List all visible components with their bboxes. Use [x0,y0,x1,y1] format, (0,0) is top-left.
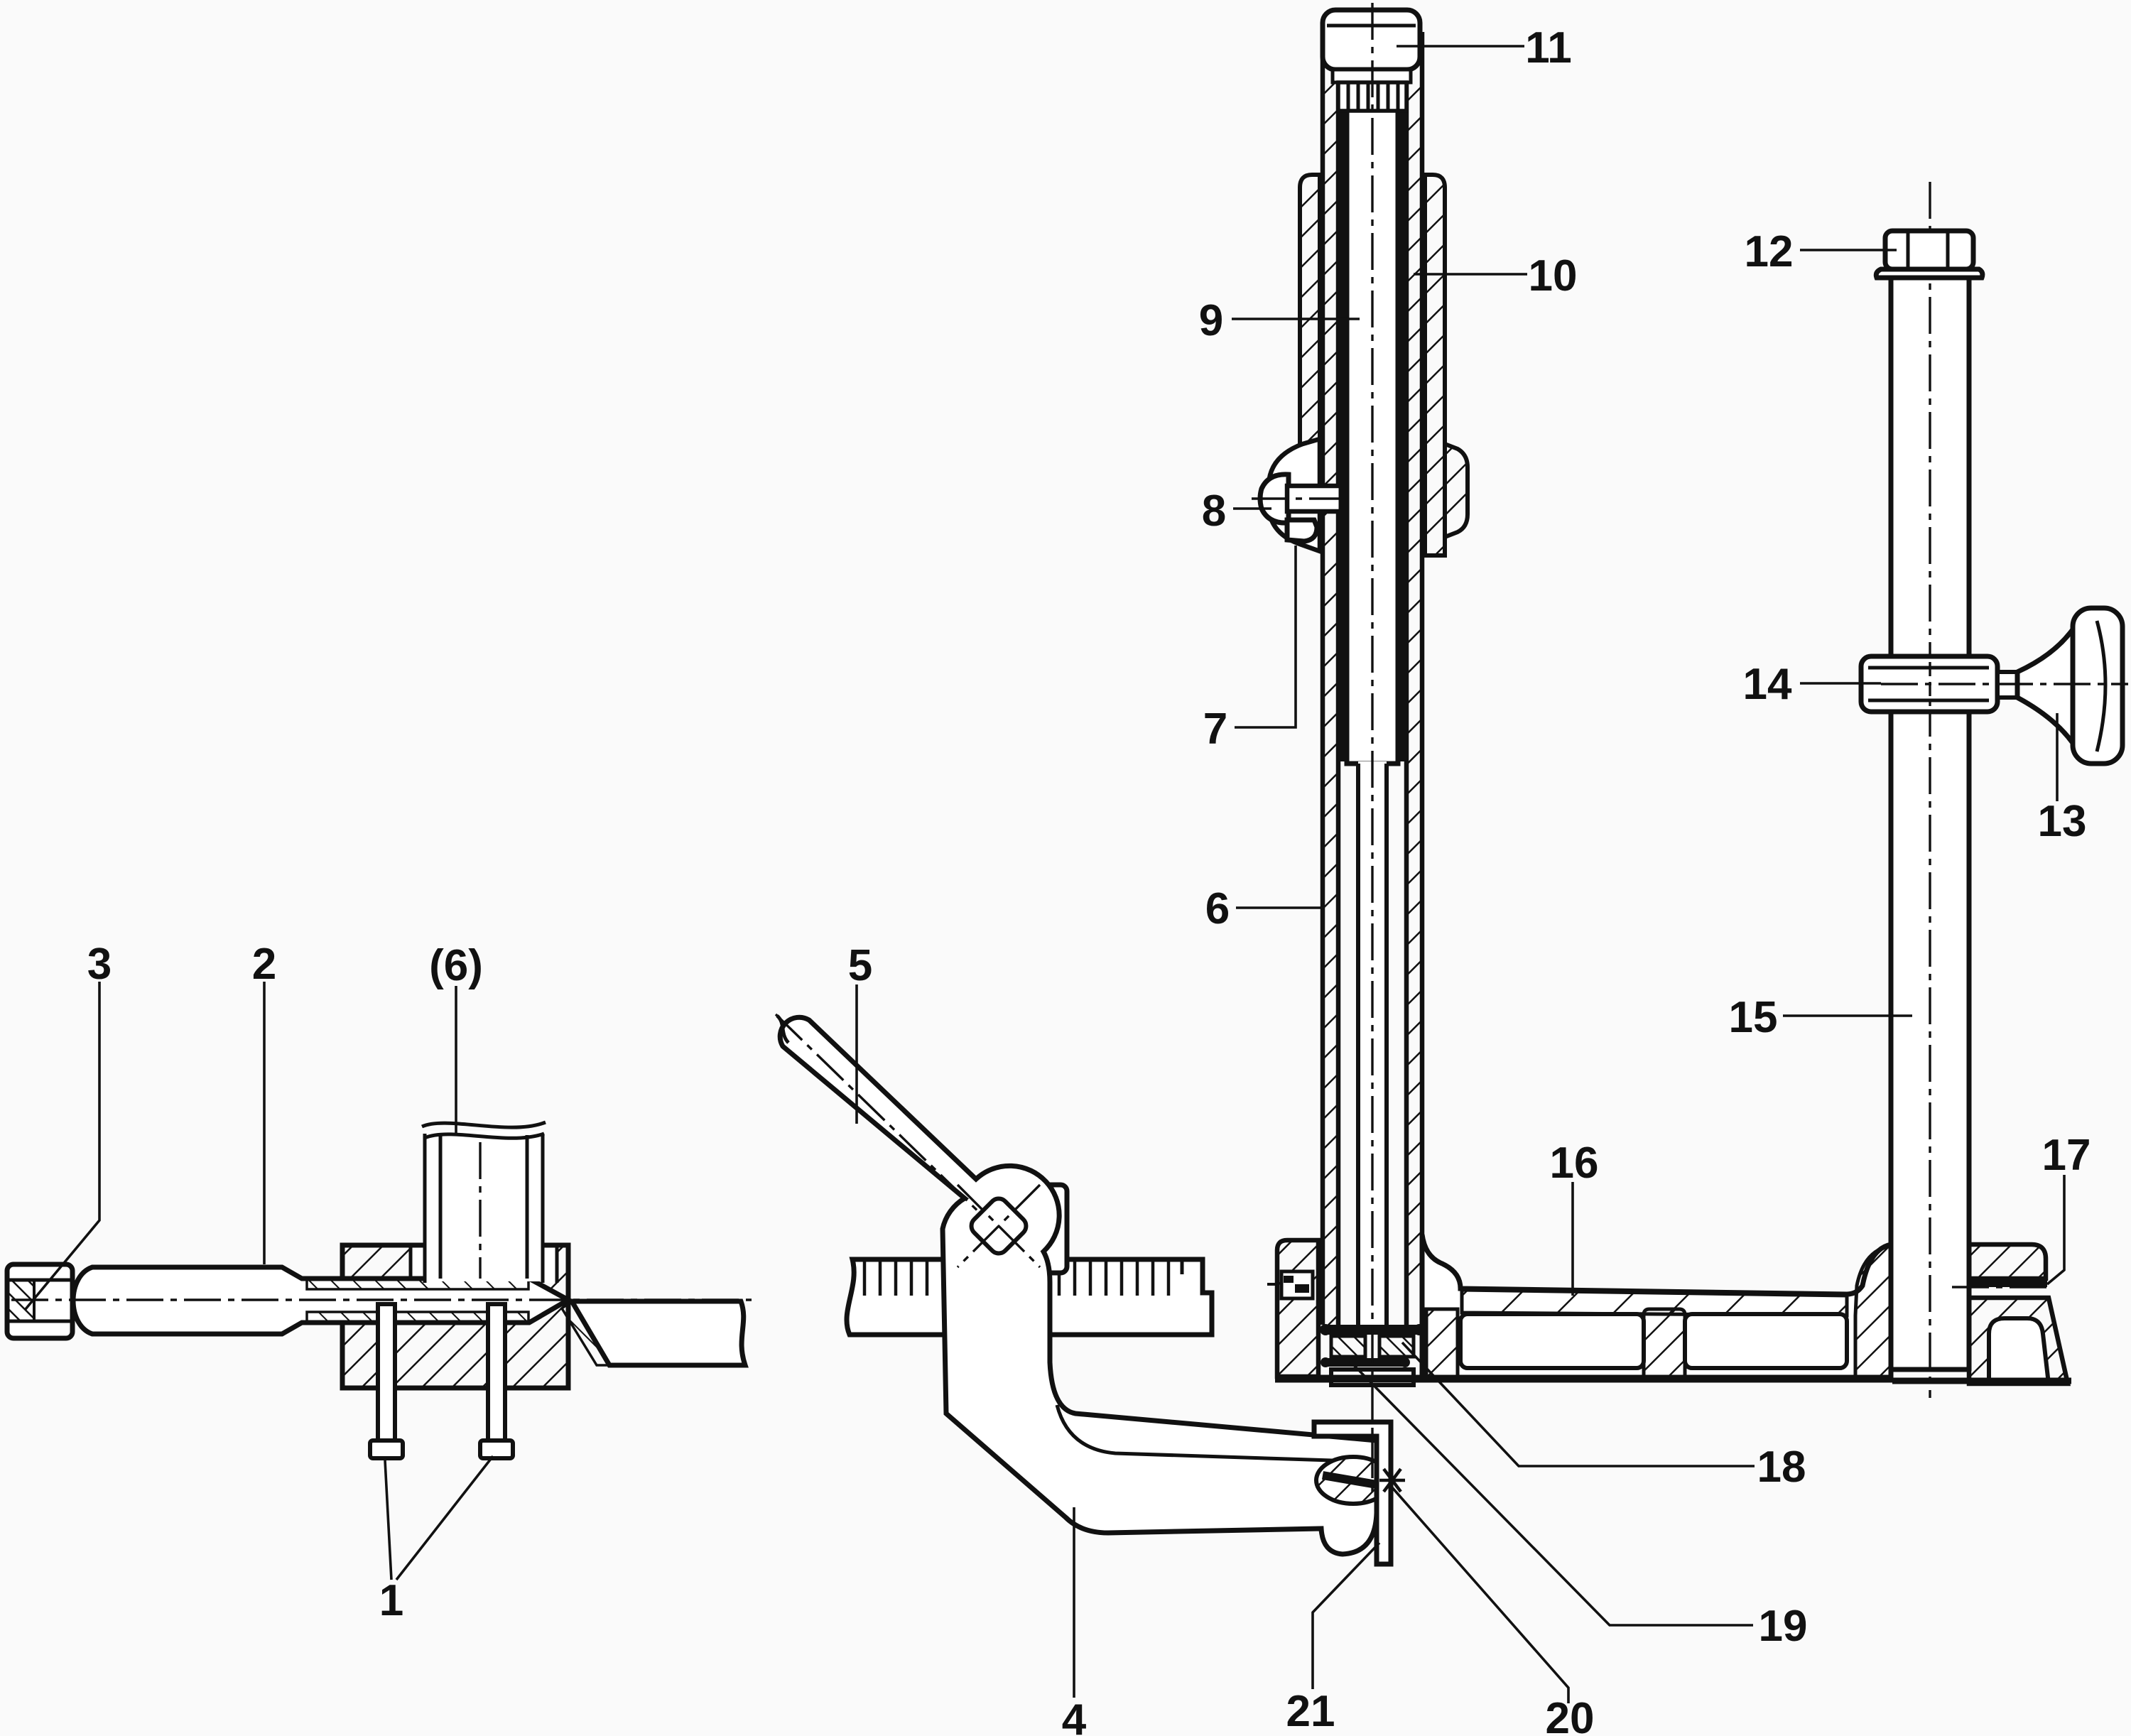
groove-mark-2 [1295,1284,1309,1293]
callout-labels: 1 2 3 4 5 6 7 8 9 10 11 12 13 14 15 16 1… [87,23,2091,1736]
foot-top-block [1966,1242,2049,1281]
knob-face-curve [2095,620,2108,752]
table-arm-left [560,1298,749,1368]
rod-sleeve-upper-wall [305,1278,530,1291]
callout-16-label: 16 [1550,1139,1599,1188]
bearing-lower-band [1323,1358,1408,1367]
clamp-knob [1995,605,2125,766]
sleeve-left-band [1298,173,1322,451]
lever-clamp-assembly [774,1013,1405,1567]
callout-9-label: 9 [1199,296,1223,345]
pillar-tube-lower [421,1120,546,1283]
callout-14-label: 14 [1743,660,1792,709]
callout-13-label: 13 [2038,797,2087,846]
callout-6-ref-label: (6) [429,941,483,990]
callout-15-label: 15 [1729,993,1778,1042]
lower-ball-left [1321,1357,1330,1367]
groove-mark-1 [1284,1276,1294,1283]
callout-12-label: 12 [1745,227,1794,276]
tube-wall-left [1323,32,1338,1325]
callout-11-label: 11 [1525,23,1572,72]
pillar-column [1252,3,1470,1497]
pillar-base-left-flange [1267,1237,1321,1379]
screw-tip-marks [1379,1468,1405,1493]
hex-nut [1873,228,1985,281]
base-rib-left [1424,1307,1460,1379]
screw-slot [1321,1471,1378,1489]
lower-ball-right [1400,1357,1410,1367]
foot-window [1987,1316,2051,1386]
leader-17 [2046,1175,2066,1286]
bearing-ball-left [1320,1324,1331,1335]
pin-right-head [478,1438,515,1460]
callout-7-label: 7 [1203,705,1227,754]
base-foot [1892,1242,2071,1387]
handle-break-line [776,1014,790,1044]
knob-disc [2070,605,2125,766]
clamp-rod-assembly [1858,182,2128,1398]
pin-left-shaft [376,1302,397,1444]
nut-body [1882,228,1976,272]
rod-sleeve-lower-wall [305,1311,530,1323]
callout-5-label: 5 [848,941,872,990]
callout-4-label: 4 [1062,1696,1087,1736]
table-arm-section [560,1299,612,1367]
leader-18 [1401,1341,1755,1468]
tube-break-line-2 [423,1132,545,1140]
bracket-arm-underside [1055,1404,1376,1464]
seal-left-section [1329,1334,1367,1359]
clamp-body [777,1014,1379,1557]
callout-21-label: 21 [1286,1687,1335,1736]
sleeve-right-band [1423,173,1447,558]
callout-17-label: 17 [2042,1131,2091,1180]
callout-2-label: 2 [252,940,276,989]
leader-3 [24,982,101,1311]
clamp-pins [368,1302,515,1460]
handle-centerline [774,1013,987,1220]
detail-line [1382,1468,1402,1493]
boss-center-marks [956,1183,1041,1269]
callout-1-label: 1 [379,1576,403,1625]
callout-6-label: 6 [1205,884,1230,933]
callout-20-label: 20 [1546,1694,1595,1736]
leader-7 [1235,546,1297,729]
table-arm-plate [567,1298,749,1368]
leader-lines [24,45,2066,1703]
base-window-left [1458,1312,1646,1370]
left-flange-section [1274,1237,1321,1379]
angle-plate [1311,1419,1394,1567]
left-rod-assembly [4,1120,752,1460]
leader-19 [1348,1360,1753,1627]
callout-10-label: 10 [1529,251,1578,300]
pillar-tube-walls [1320,32,1425,1325]
tube-break-line-1 [421,1120,546,1129]
leader-21 [1311,1541,1381,1689]
pin-left-head [368,1438,405,1460]
bolt-washer [1284,517,1320,544]
base-window-right [1683,1312,1849,1370]
base-rib-middle [1642,1307,1687,1379]
cap-knurl-ticks [1346,84,1400,109]
leader-20 [1389,1485,1570,1703]
sleeve-right-lug [1443,440,1470,541]
base-plate [1275,1234,1894,1383]
callout-3-label: 3 [87,940,112,989]
knurl-ticks [862,1262,1171,1296]
rod-end-piece [4,1262,75,1341]
callout-19-label: 19 [1759,1602,1808,1651]
seal-right-section [1377,1334,1416,1359]
pin-right-shaft [486,1302,507,1444]
callout-18-label: 18 [1757,1443,1806,1492]
leader-1 [384,1455,494,1581]
tube-body [425,1131,543,1281]
nut-washer [1873,266,1985,281]
foot-seal-band [1970,1279,2047,1287]
tube-wall-right [1406,32,1422,1289]
callout-8-label: 8 [1202,487,1226,536]
